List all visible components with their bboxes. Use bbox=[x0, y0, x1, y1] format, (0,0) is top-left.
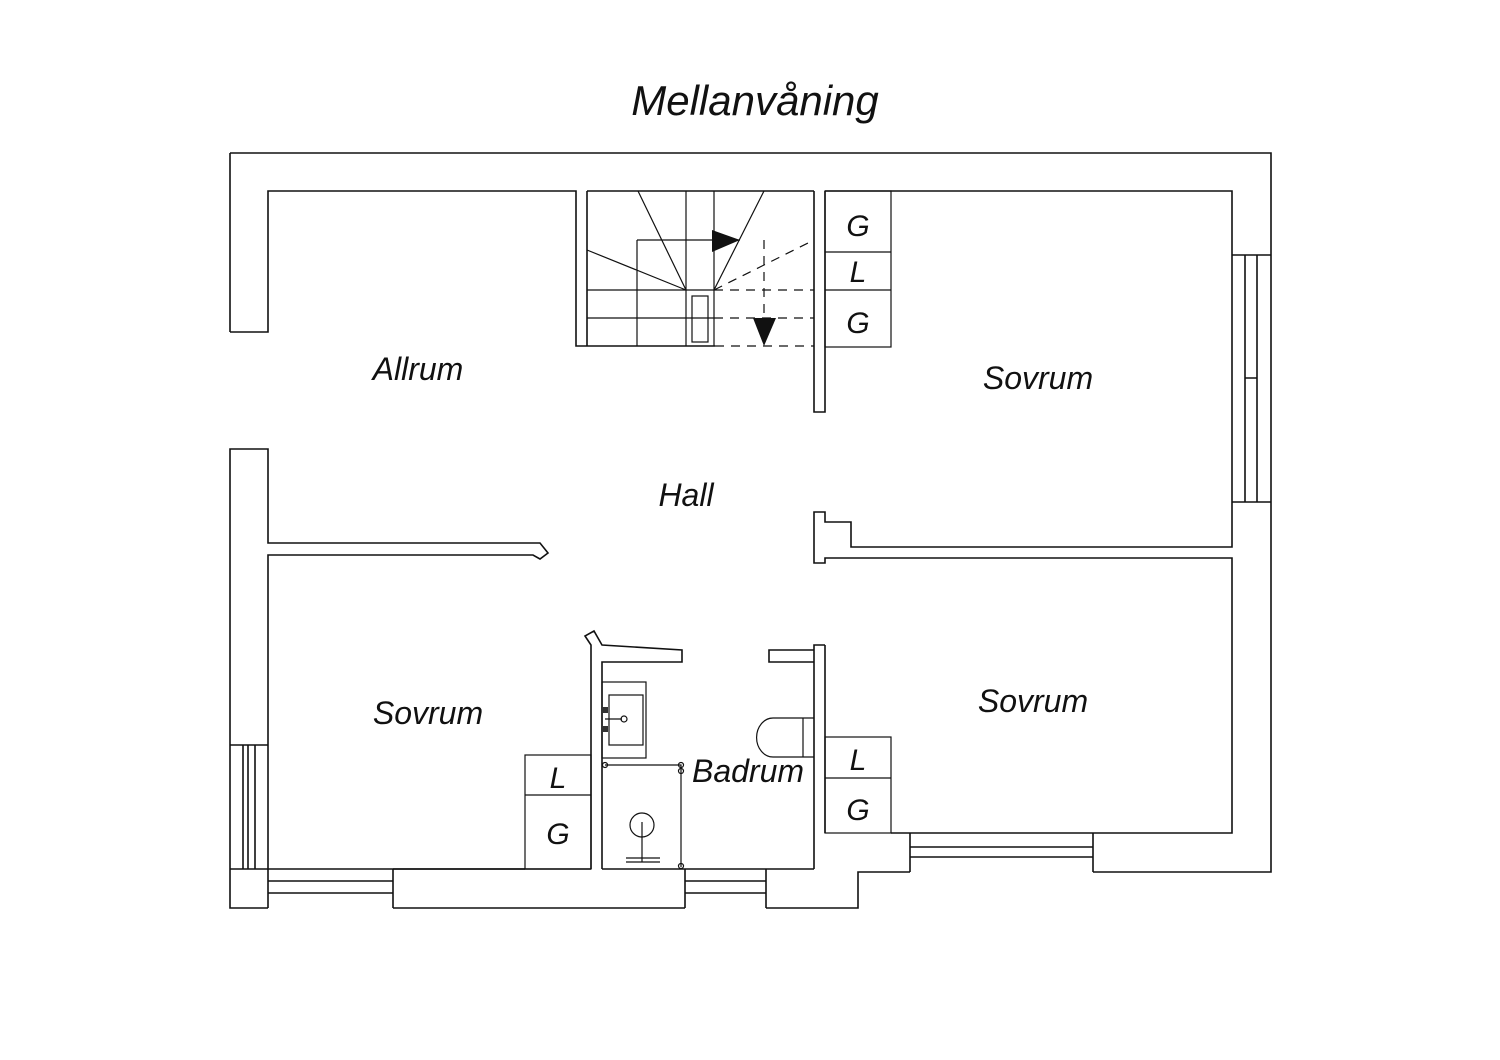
room-label-allrum: Allrum bbox=[371, 351, 464, 387]
staircase bbox=[586, 190, 815, 347]
bottom-bath-window bbox=[684, 869, 767, 908]
closet-label: G bbox=[546, 818, 569, 851]
arrow-right-icon bbox=[712, 230, 740, 252]
sink-icon bbox=[601, 681, 647, 759]
closet-label: G bbox=[846, 307, 869, 340]
closet-label: L bbox=[550, 762, 567, 795]
toilet-icon bbox=[756, 717, 814, 758]
outer-wall bbox=[229, 152, 1272, 909]
bottom-left-window bbox=[267, 868, 591, 908]
bottom-right-window bbox=[909, 833, 1094, 872]
arrow-down-icon bbox=[753, 318, 776, 346]
closet-label: G bbox=[846, 210, 869, 243]
room-label-hall: Hall bbox=[658, 477, 714, 513]
closet-label: L bbox=[850, 744, 867, 777]
bath-walls bbox=[583, 629, 683, 869]
room-label-sovrum-bottom-right: Sovrum bbox=[978, 683, 1088, 719]
closet-top-right: G L G bbox=[824, 190, 892, 348]
closet-label: G bbox=[846, 794, 869, 827]
right-window bbox=[1232, 254, 1271, 503]
room-label-badrum: Badrum bbox=[692, 753, 804, 789]
stair-wall bbox=[586, 190, 1233, 834]
floor-title: Mellanvåning bbox=[631, 77, 879, 124]
closet-bottom-right: L G bbox=[824, 736, 892, 834]
left-window bbox=[230, 744, 268, 870]
room-label-sovrum-bottom-left: Sovrum bbox=[373, 695, 483, 731]
shower-icon bbox=[601, 761, 685, 870]
room-label-sovrum-top-right: Sovrum bbox=[983, 360, 1093, 396]
closet-bottom-left: L G bbox=[524, 754, 592, 870]
closet-label: L bbox=[850, 256, 867, 289]
